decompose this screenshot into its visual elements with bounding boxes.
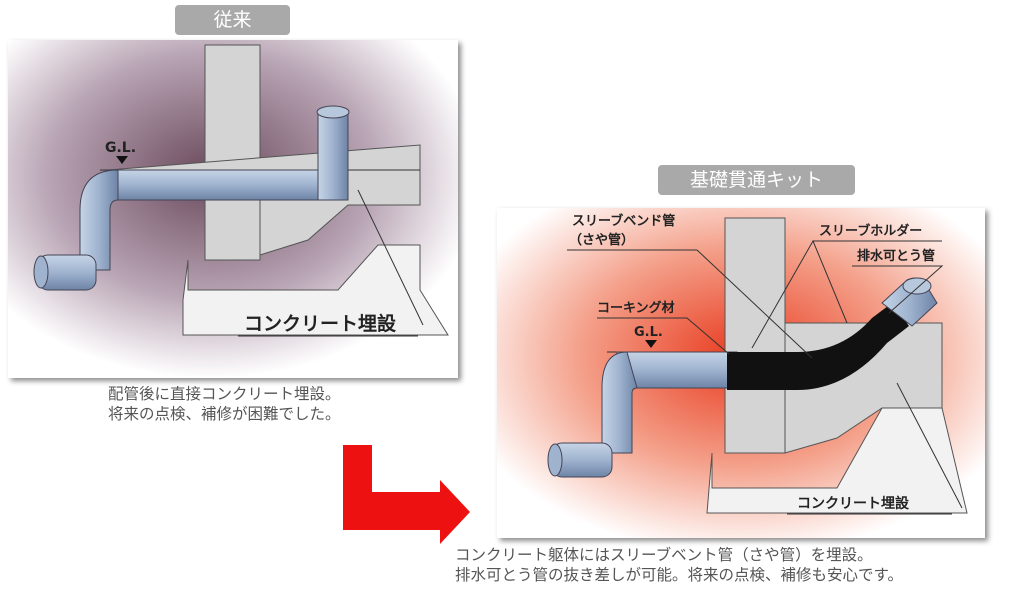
before-title: 従来 [175,5,290,35]
before-caption: 配管後に直接コンクリート埋設。 将来の点検、補修が困難でした。 [108,384,341,424]
before-caption-line: 将来の点検、補修が困難でした。 [108,405,341,423]
after-caption-line: 排水可とう管の抜き差しが可能。将来の点検、補修も安心です。 [455,566,903,584]
after-caption-line: コンクリート躯体にはスリーブベント管（さや管）を埋設。 [455,546,873,564]
sleeve-bend-sub-label: （さや管） [569,232,634,248]
gl-label: G.L. [105,140,136,156]
after-diagram: G.L. スリーブベンド管 （さや管） スリーブホルダー 排水可とう管 コーキン… [497,208,985,538]
before-caption-line: 配管後に直接コンクリート埋設。 [108,385,341,403]
sleeve-holder-label: スリーブホルダー [819,223,922,239]
gl-label: G.L. [634,325,663,340]
concrete-wall [204,44,261,261]
concrete-wall [724,217,786,454]
before-diagram: G.L. コンクリート埋設 [8,40,458,378]
before-illustration: G.L. コンクリート埋設 [8,40,458,378]
after-title: 基礎貫通キット [658,165,855,195]
after-illustration: G.L. スリーブベンド管 （さや管） スリーブホルダー 排水可とう管 コーキン… [497,208,985,538]
concrete-label: コンクリート埋設 [244,312,397,335]
sleeve-bend-pipe [727,303,909,390]
after-caption: コンクリート躯体にはスリーブベント管（さや管）を埋設。 排水可とう管の抜き差しが… [455,545,903,585]
drain-pipe-label: 排水可とう管 [857,248,935,264]
sleeve-bend-label: スリーブベンド管 [572,213,675,229]
caulking-label: コーキング材 [597,300,675,316]
red-arrow-icon [343,445,470,544]
concrete-label: コンクリート埋設 [797,495,910,512]
